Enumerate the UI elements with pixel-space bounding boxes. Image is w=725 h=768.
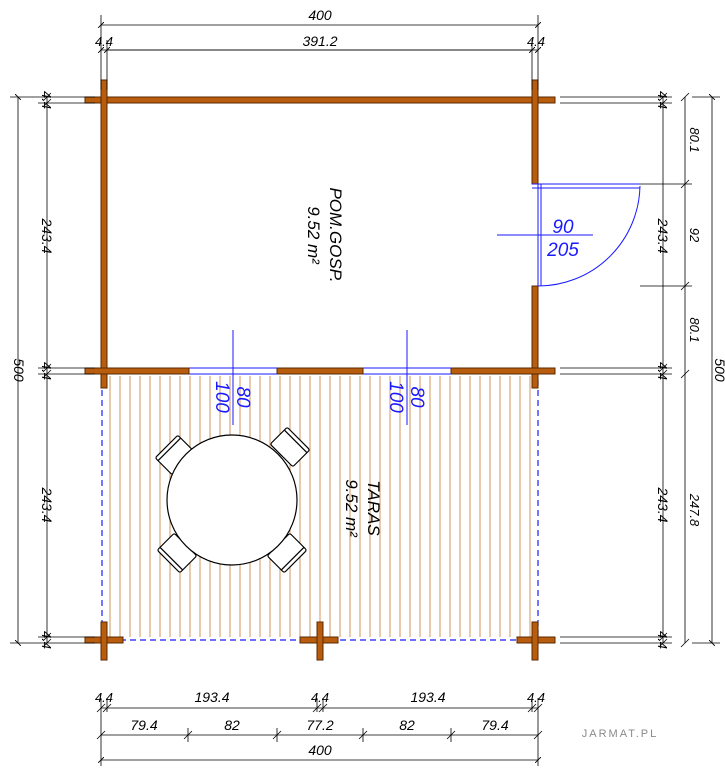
side-door-height: 205 [546, 240, 579, 261]
dim-bottom-wall-left: 4.4 [95, 690, 113, 705]
dim-bottom-wall-right: 4.4 [527, 690, 545, 705]
dim-top-wall-left: 4.4 [95, 34, 113, 49]
storage-room-area: 9.52 m² [304, 206, 323, 265]
dim-bottom-seg-4: 82 [399, 717, 415, 733]
dim-bottom-span-left: 193.4 [194, 689, 229, 705]
side-door-width: 90 [552, 217, 574, 238]
dim-right-terrace: 243.4 [655, 486, 671, 522]
dim-bottom-span-right: 193.4 [410, 689, 445, 705]
dim-right-seg-top: 80.1 [687, 127, 702, 152]
dim-bottom-seg-1: 79.4 [130, 717, 157, 733]
brand-watermark: JARMAT.PL [582, 728, 658, 740]
terrace-door-left [189, 330, 277, 425]
door-left-width: 80 [232, 386, 253, 408]
dim-bottom-seg-2: 82 [224, 717, 240, 733]
dim-left-wall-mid: 4.4 [39, 362, 54, 380]
terrace-room-name: TARAS [364, 480, 383, 536]
storage-room-name: POM.GOSP. [326, 187, 345, 282]
dim-right-total: 500 [712, 358, 725, 382]
terrace-label: TARAS 9.52 m² [342, 479, 383, 538]
dim-right-wall-top: 4.4 [655, 91, 670, 109]
dim-bottom-wall-mid: 4.4 [311, 690, 329, 705]
dim-right-seg-door: 92 [687, 228, 702, 243]
terrace-door-right [363, 330, 451, 425]
dim-left-wall-bottom: 4.4 [39, 631, 54, 649]
door-left-label: 80 100 [211, 381, 253, 413]
dim-left-terrace: 243.4 [39, 486, 55, 522]
dim-bottom-total: 400 [308, 742, 332, 758]
dim-right-terrace-outer: 247.8 [687, 493, 702, 527]
dim-right-room: 243.4 [655, 217, 671, 253]
dim-top-total: 400 [308, 7, 332, 23]
dim-bottom-seg-3: 77.2 [306, 717, 333, 733]
door-right-width: 80 [406, 386, 427, 408]
dim-right-wall-bottom: 4.4 [655, 631, 670, 649]
dim-right-wall-mid: 4.4 [655, 362, 670, 380]
door-right-label: 80 100 [385, 381, 427, 413]
dim-left-total: 500 [11, 358, 27, 382]
log-walls [84, 79, 556, 661]
chair-top-right [270, 427, 310, 467]
dim-top-wall-right: 4.4 [527, 34, 545, 49]
door-right-height: 100 [385, 381, 406, 413]
storage-label: POM.GOSP. 9.52 m² [304, 187, 345, 282]
dim-left-room: 243.4 [39, 217, 55, 253]
dim-top-inner: 391.2 [302, 33, 337, 49]
table-top [166, 434, 298, 566]
garden-table [155, 427, 310, 573]
side-door [497, 183, 641, 287]
dim-right-seg-bottom: 80.1 [687, 317, 702, 342]
door-left-height: 100 [211, 381, 232, 413]
dim-left-wall-top: 4.4 [39, 91, 54, 109]
terrace-room-area: 9.52 m² [342, 479, 361, 538]
dimension-lines [10, 15, 720, 766]
dim-bottom-seg-5: 79.4 [481, 717, 508, 733]
